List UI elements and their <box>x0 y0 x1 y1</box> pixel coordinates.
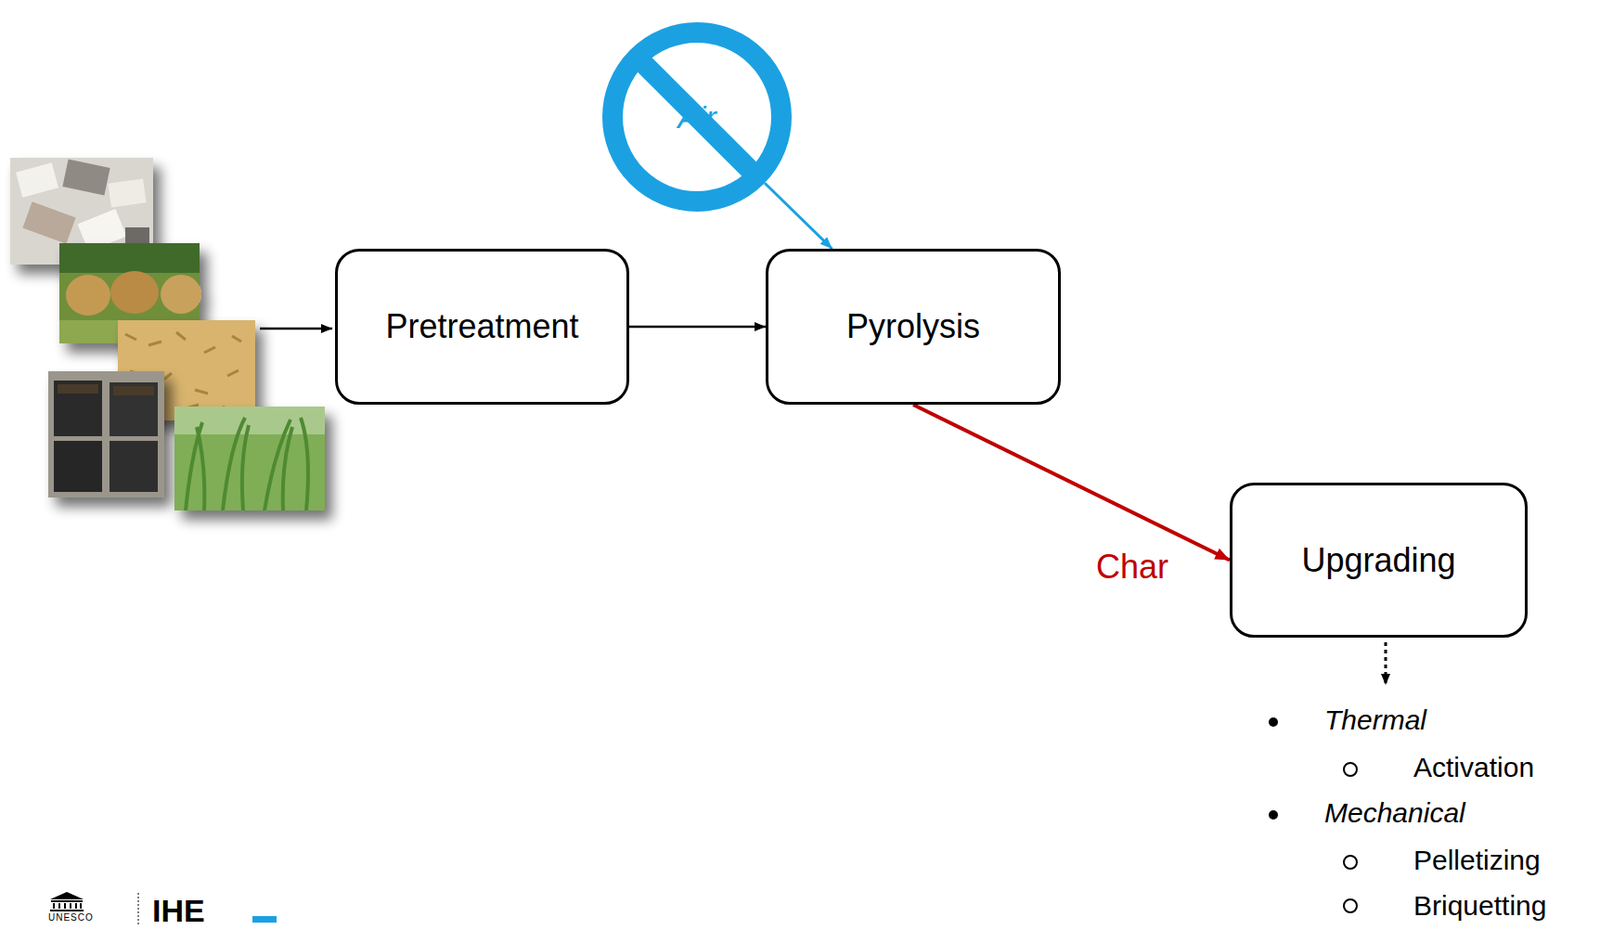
method-label: Activation <box>1413 750 1535 785</box>
method-label: Briquetting <box>1413 889 1547 923</box>
flow-arrow <box>764 182 833 249</box>
logo-divider <box>138 892 140 927</box>
grass-photo <box>174 406 325 511</box>
box-title: Upgrading <box>1301 541 1456 581</box>
logo-text: UNESCO <box>48 912 94 924</box>
process-box: Upgrading <box>1229 482 1528 638</box>
edge-label: Char <box>1096 546 1169 587</box>
logo-text: IHE <box>152 894 206 927</box>
temple-icon <box>50 891 84 912</box>
method-label: Pelletizing <box>1413 843 1541 878</box>
category-label: Mechanical <box>1324 796 1466 830</box>
crates-photo <box>48 371 165 498</box>
process-box: Pretreatment <box>335 248 630 405</box>
logo-bar <box>252 916 277 923</box>
box-title: Pretreatment <box>385 307 579 347</box>
box-title: Pyrolysis <box>846 307 981 347</box>
feed-arrow <box>259 327 333 331</box>
flow-arrow <box>913 404 1230 561</box>
list-subbullet <box>1343 899 1357 913</box>
category-label: Thermal <box>1324 703 1427 737</box>
list-bullet <box>1268 717 1278 727</box>
list-subbullet <box>1343 762 1357 776</box>
list-subbullet <box>1343 855 1357 869</box>
sign-text: Air <box>677 99 717 136</box>
no-air-sign: Air <box>602 22 792 212</box>
flow-arrow <box>629 325 766 329</box>
list-bullet <box>1268 810 1278 820</box>
process-box: Pyrolysis <box>765 248 1061 405</box>
dotted-arrow <box>1384 642 1388 685</box>
